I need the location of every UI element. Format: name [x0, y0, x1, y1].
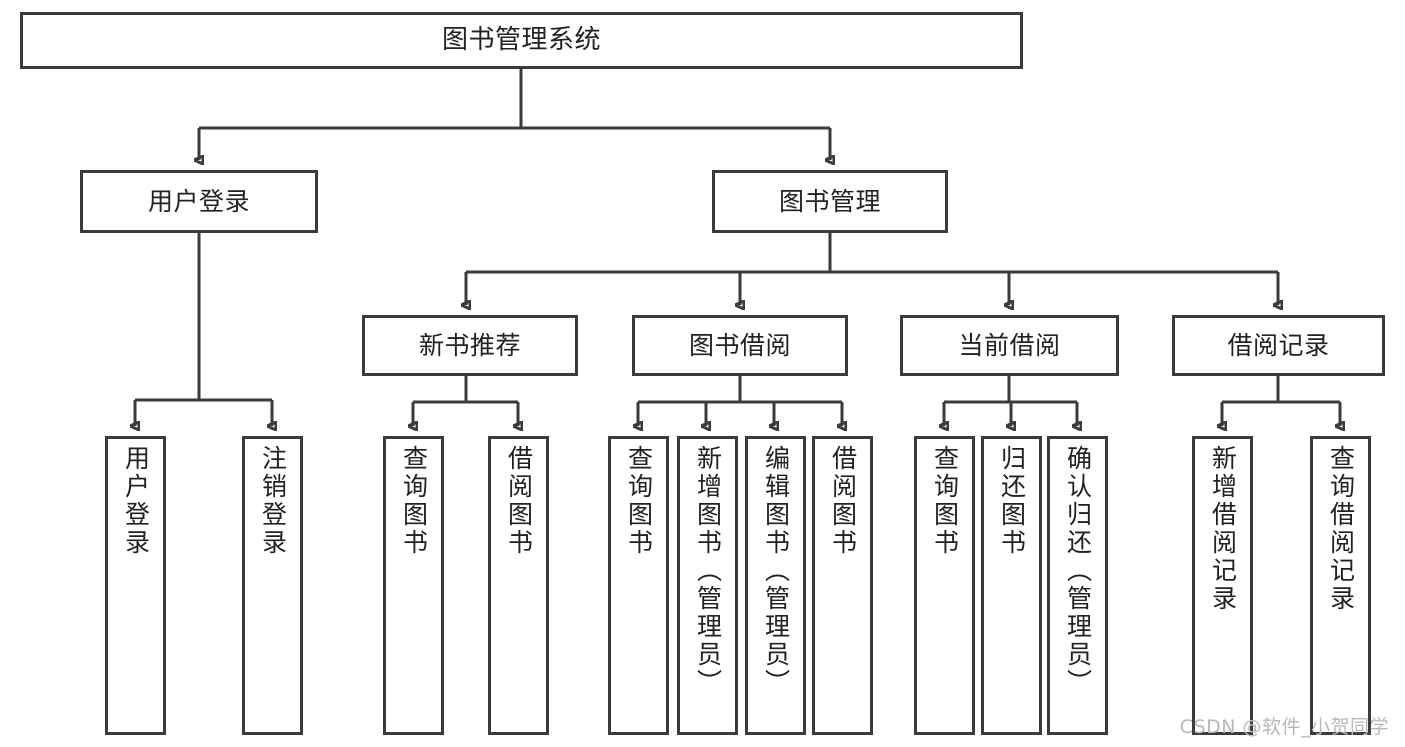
node-label: 借阅图书 [504, 445, 534, 557]
leaf-edit-book-admin[interactable]: 编辑图书（管理员） [745, 436, 806, 735]
leaf-logout-login[interactable]: 注销登录 [242, 436, 303, 735]
node-label: 借阅记录 [1227, 331, 1330, 360]
node-label: 新增借阅记录 [1208, 445, 1238, 613]
node-label: 图书管理系统 [441, 25, 601, 56]
node-label: 编辑图书（管理员） [761, 445, 791, 697]
leaf-return-book[interactable]: 归还图书 [981, 436, 1042, 735]
leaf-borrow-book-1[interactable]: 借阅图书 [488, 436, 549, 735]
leaf-add-borrow-record[interactable]: 新增借阅记录 [1192, 436, 1253, 735]
node-current-borrow[interactable]: 当前借阅 [900, 315, 1119, 376]
node-label: 查询图书 [399, 445, 429, 557]
node-new-book-recommend[interactable]: 新书推荐 [362, 315, 578, 376]
leaf-query-book-3[interactable]: 查询图书 [914, 436, 975, 735]
leaf-borrow-book-2[interactable]: 借阅图书 [812, 436, 873, 735]
leaf-add-book-admin[interactable]: 新增图书（管理员） [677, 436, 738, 735]
node-book-borrow[interactable]: 图书借阅 [632, 315, 848, 376]
node-label: 查询图书 [624, 445, 654, 557]
node-label: 查询图书 [930, 445, 960, 557]
node-label: 归还图书 [997, 445, 1027, 557]
node-label: 用户登录 [121, 445, 151, 557]
node-label: 图书借阅 [688, 331, 791, 360]
leaf-user-login[interactable]: 用户登录 [105, 436, 166, 735]
node-label: 注销登录 [258, 445, 288, 557]
node-label: 新增图书（管理员） [693, 445, 723, 697]
leaf-query-book-1[interactable]: 查询图书 [383, 436, 444, 735]
node-label: 新书推荐 [418, 331, 521, 360]
csdn-watermark: CSDN @软件_小贺同学 [1179, 716, 1389, 738]
leaf-confirm-return-admin[interactable]: 确认归还（管理员） [1047, 436, 1108, 735]
node-borrow-record[interactable]: 借阅记录 [1172, 315, 1385, 376]
node-label: 借阅图书 [828, 445, 858, 557]
node-label: 用户登录 [147, 187, 250, 216]
leaf-query-borrow-record[interactable]: 查询借阅记录 [1310, 436, 1371, 735]
node-book-manage[interactable]: 图书管理 [712, 170, 948, 233]
leaf-query-book-2[interactable]: 查询图书 [608, 436, 669, 735]
node-label: 查询借阅记录 [1326, 445, 1356, 613]
node-label: 确认归还（管理员） [1063, 445, 1093, 697]
node-root-library-system[interactable]: 图书管理系统 [20, 12, 1023, 69]
node-label: 图书管理 [778, 187, 881, 216]
node-label: 当前借阅 [958, 331, 1061, 360]
node-user-login[interactable]: 用户登录 [80, 170, 318, 233]
